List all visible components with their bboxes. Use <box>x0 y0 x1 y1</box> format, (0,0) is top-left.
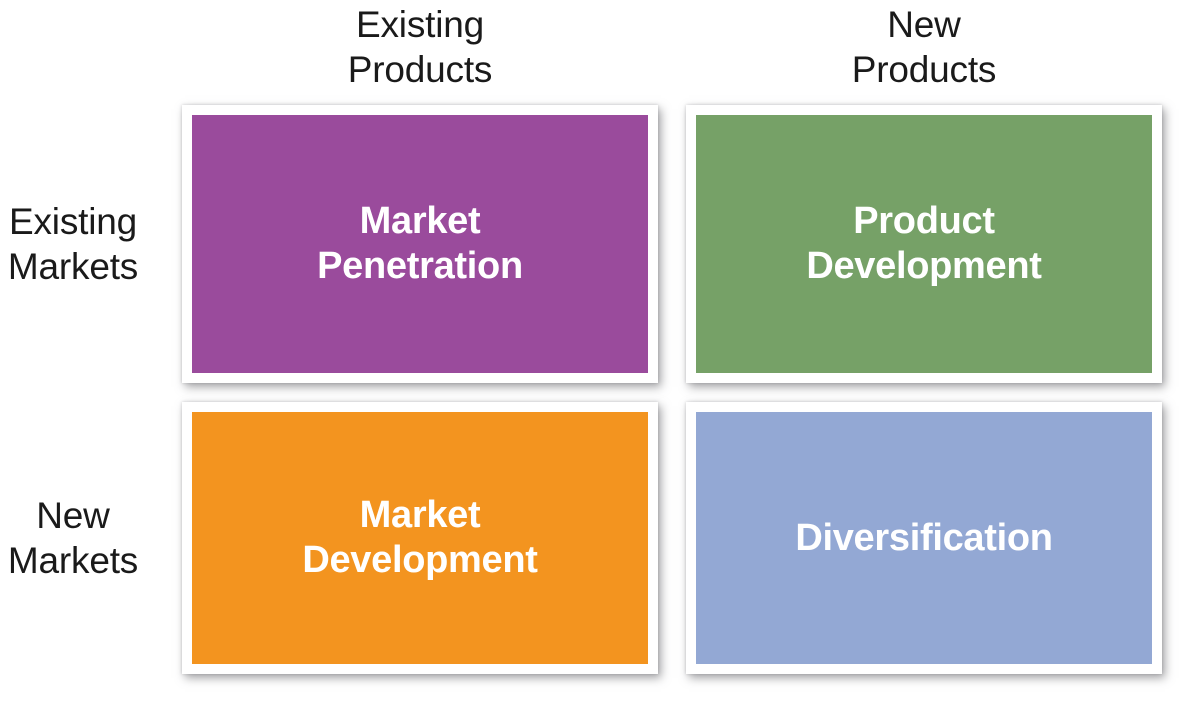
quadrant-diversification[interactable]: Diversification <box>686 402 1162 674</box>
quadrant-product-development[interactable]: Product Development <box>686 105 1162 383</box>
row-header-line1: New <box>36 495 110 536</box>
quadrant-fill: Product Development <box>696 115 1152 373</box>
column-header-line2: Products <box>851 49 997 90</box>
quadrant-fill: Diversification <box>696 412 1152 664</box>
quadrant-fill: Market Development <box>192 412 648 664</box>
row-header-line1: Existing <box>9 201 137 242</box>
quadrant-fill: Market Penetration <box>192 115 648 373</box>
quadrant-label-line2: Penetration <box>317 245 523 287</box>
quadrant-label-line2: Development <box>302 539 538 581</box>
row-header-line2: Markets <box>7 540 139 581</box>
row-header-line2: Markets <box>7 246 139 287</box>
quadrant-label-line1: Diversification <box>795 516 1053 559</box>
quadrant-market-penetration[interactable]: Market Penetration <box>182 105 658 383</box>
row-header-existing-markets: Existing Markets <box>0 105 146 383</box>
column-header-line2: Products <box>347 49 493 90</box>
quadrant-label-line1: Product <box>853 200 995 242</box>
column-header-new-products: New Products <box>686 2 1162 94</box>
column-header-existing-products: Existing Products <box>182 2 658 94</box>
column-header-line1: Existing <box>356 4 484 45</box>
quadrant-label-line2: Development <box>806 245 1042 287</box>
column-header-line1: New <box>887 4 961 45</box>
quadrant-market-development[interactable]: Market Development <box>182 402 658 674</box>
quadrant-label-line1: Market <box>359 200 481 242</box>
row-header-new-markets: New Markets <box>0 402 146 674</box>
quadrant-label-line1: Market <box>359 494 481 536</box>
